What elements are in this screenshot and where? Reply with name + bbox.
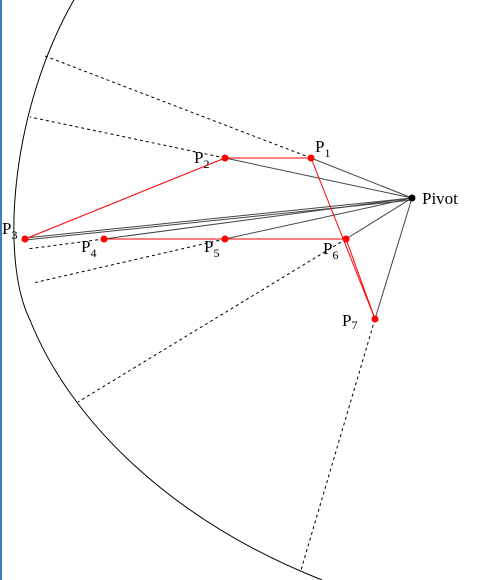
point-p1	[307, 154, 315, 162]
solid-ray-p4	[103, 197, 413, 240]
window-left-edge	[0, 0, 2, 580]
path-p7-p6	[345, 238, 376, 320]
dashed-ray-1	[44, 55, 312, 159]
label-pivot: Pivot	[422, 189, 458, 208]
solid-ray-p7	[374, 197, 413, 320]
label-p5: P5	[204, 237, 219, 260]
label-p2-sub: 2	[203, 157, 209, 171]
solid-ray-p5	[224, 197, 413, 240]
point-p2	[221, 154, 229, 162]
label-p6: P6	[323, 239, 338, 262]
solid-rays	[24, 157, 413, 320]
dashed-rays	[26, 55, 376, 571]
solid-ray-p6	[345, 197, 413, 240]
dashed-ray-3	[26, 238, 105, 250]
points	[21, 154, 379, 323]
label-p7-base: P	[342, 311, 351, 330]
label-p7-sub: 7	[351, 318, 357, 332]
label-p4-sub: 4	[90, 246, 96, 260]
solid-ray-p3a	[24, 197, 413, 239]
point-p7	[371, 315, 379, 323]
label-p6-base: P	[323, 239, 332, 258]
label-p1-base: P	[315, 137, 324, 156]
label-p4-base: P	[81, 237, 90, 256]
pivot-point	[408, 194, 416, 202]
dashed-ray-5	[77, 238, 347, 403]
label-p5-sub: 5	[213, 246, 219, 260]
label-p6-sub: 6	[332, 248, 338, 262]
point-p3	[21, 235, 29, 243]
point-p4	[100, 235, 108, 243]
label-p2: P2	[194, 148, 209, 171]
point-p5	[221, 235, 229, 243]
solid-ray-p1	[310, 157, 413, 199]
dashed-ray-6	[300, 318, 376, 571]
label-p3-base: P	[2, 219, 11, 238]
label-p7: P7	[342, 311, 357, 332]
point-p6	[342, 235, 350, 243]
label-p1-sub: 1	[324, 146, 330, 160]
label-p3: P3	[2, 219, 17, 242]
label-p4: P4	[81, 237, 96, 260]
path-p2-p3	[24, 157, 226, 240]
outer-arc	[13, 0, 323, 580]
label-p2-base: P	[194, 148, 203, 167]
dashed-ray-4	[32, 238, 226, 284]
label-p5-base: P	[204, 237, 213, 256]
label-p1: P1	[315, 137, 330, 160]
label-p3-sub: 3	[11, 228, 17, 242]
